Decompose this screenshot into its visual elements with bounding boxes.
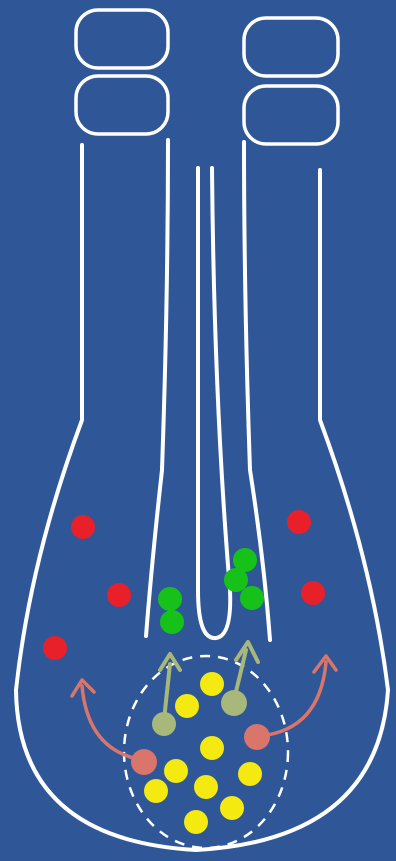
olive-dot — [152, 712, 176, 736]
salmon-dot — [131, 749, 157, 775]
yellow-dot — [144, 779, 168, 803]
red-dot — [71, 515, 95, 539]
green-dot — [158, 587, 182, 611]
red-dot — [107, 583, 131, 607]
yellow-dot — [238, 762, 262, 786]
yellow-dot — [164, 759, 188, 783]
yellow-dot — [200, 672, 224, 696]
yellow-dot — [175, 694, 199, 718]
red-dot — [301, 581, 325, 605]
green-dot — [224, 568, 248, 592]
green-dot — [240, 586, 264, 610]
olive-dot — [221, 690, 247, 716]
red-dot — [43, 636, 67, 660]
yellow-dot — [200, 736, 224, 760]
green-dot — [160, 610, 184, 634]
salmon-dot — [244, 724, 270, 750]
yellow-dot — [184, 810, 208, 834]
yellow-dot — [194, 775, 218, 799]
yellow-dot — [220, 796, 244, 820]
red-dot — [287, 510, 311, 534]
